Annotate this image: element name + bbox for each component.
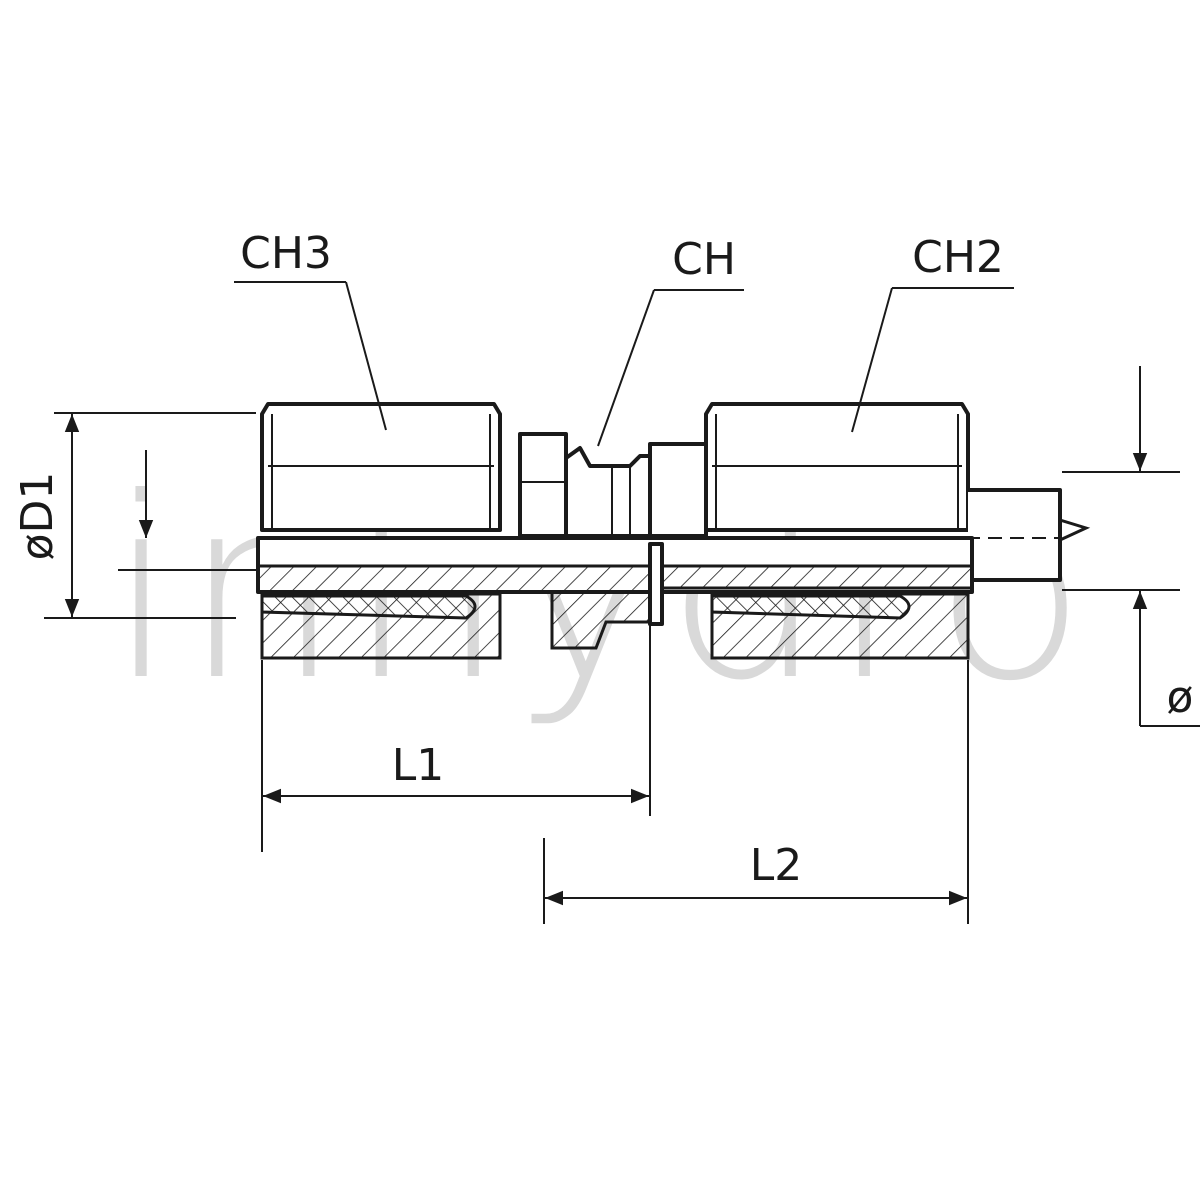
left-nut-ch3 — [260, 402, 502, 532]
center-body-hex — [518, 432, 708, 538]
leader-ch3 — [234, 281, 387, 431]
section-view — [256, 536, 974, 660]
right-nut-ch2 — [704, 402, 970, 532]
tube-right — [968, 488, 1091, 582]
dimension-od1 — [44, 412, 258, 619]
label-od: ø — [1167, 672, 1194, 723]
label-ch2: CH2 — [912, 232, 1004, 283]
label-ch3: CH3 — [240, 228, 332, 279]
label-ch: CH — [672, 234, 736, 285]
label-l1: L1 — [392, 740, 445, 791]
dimension-l2 — [543, 660, 969, 924]
leader-ch2 — [851, 287, 1014, 433]
dimension-od — [1062, 366, 1200, 727]
label-od1: øD1 — [12, 472, 63, 561]
leader-ch — [597, 289, 744, 447]
label-l2: L2 — [750, 840, 803, 891]
dimension-l1 — [261, 624, 651, 852]
